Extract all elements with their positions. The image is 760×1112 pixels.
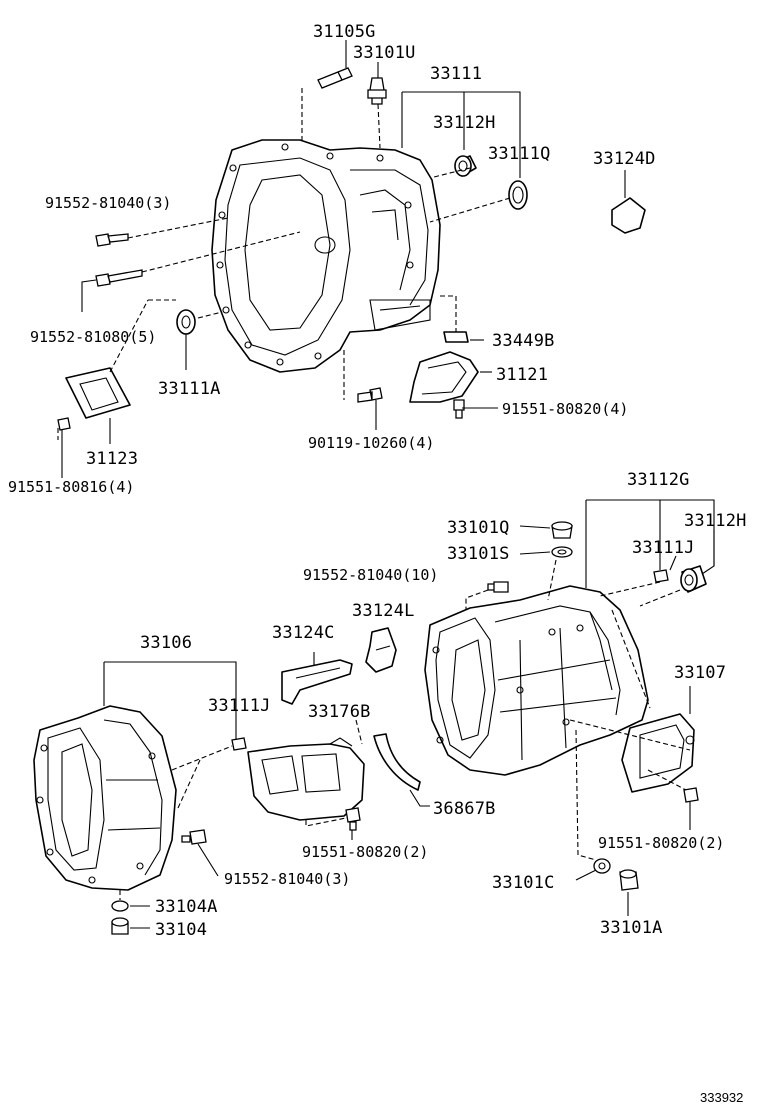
label-91551-80820-2-mid: 91551-80820(2) xyxy=(302,843,428,861)
label-33101u: 33101U xyxy=(353,43,416,63)
sensor-33101u-illustration xyxy=(367,77,387,105)
upper-leader-lines xyxy=(61,40,626,478)
label-33111a: 33111A xyxy=(158,379,221,399)
upper-housing-group xyxy=(57,67,646,440)
label-31123: 31123 xyxy=(86,449,138,469)
housing-33106-illustration xyxy=(33,705,177,891)
label-33111: 33111 xyxy=(430,64,482,84)
label-33124d: 33124D xyxy=(593,149,656,169)
cover-31121-illustration xyxy=(409,351,479,403)
bolt-90119-10260-illustration xyxy=(357,387,383,403)
bearing-33112h-upper-illustration xyxy=(454,155,477,177)
lever-33124c-illustration xyxy=(281,659,353,705)
lower-middle-group xyxy=(247,627,397,840)
bolt-91551-80820-mid-illustration xyxy=(345,807,361,831)
label-91552-81080-5: 91552-81080(5) xyxy=(30,328,156,346)
plate-33449b-illustration xyxy=(443,331,469,343)
label-33106: 33106 xyxy=(140,633,192,653)
label-33104: 33104 xyxy=(155,920,207,940)
label-31105g: 31105G xyxy=(313,22,376,42)
label-36867b: 36867B xyxy=(433,799,496,819)
label-33124l: 33124L xyxy=(352,601,415,621)
label-91552-81040-3-upper: 91552-81040(3) xyxy=(45,194,171,212)
bolt-31105g-illustration xyxy=(317,67,353,89)
label-33104a: 33104A xyxy=(155,897,218,917)
label-90119-10260-4: 90119-10260(4) xyxy=(308,434,434,452)
label-91551-80816-4: 91551-80816(4) xyxy=(8,478,134,496)
label-91552-81040-10: 91552-81040(10) xyxy=(303,566,438,584)
label-33111q: 33111Q xyxy=(488,144,551,164)
oil-seal-33111a-illustration xyxy=(176,309,196,335)
housing-33111-illustration xyxy=(211,139,441,373)
oil-seal-33111q-illustration xyxy=(508,180,528,210)
bolt-91552-81080-illustration xyxy=(95,269,143,287)
label-91552-81040-3-lower: 91552-81040(3) xyxy=(224,870,350,888)
label-31121: 31121 xyxy=(496,365,548,385)
diagram-id: 333932 xyxy=(700,1090,743,1105)
gasket-33101c-illustration xyxy=(593,858,611,874)
cover-33176b-illustration xyxy=(247,743,365,821)
label-33112h-upper: 33112H xyxy=(433,113,496,133)
bolt-91552-81040-right-illustration xyxy=(487,581,509,593)
bearing-33112h-right-illustration xyxy=(680,565,707,593)
lower-left-housing-group xyxy=(33,705,247,935)
label-33124c: 33124C xyxy=(272,623,335,643)
label-33101c: 33101C xyxy=(492,873,555,893)
gasket-33101s-illustration xyxy=(551,546,573,558)
label-91551-80820-4: 91551-80820(4) xyxy=(502,400,628,418)
label-33107: 33107 xyxy=(674,663,726,683)
bolt-91552-81040-left-illustration xyxy=(181,829,207,845)
bolt-91551-80820-right-illustration xyxy=(683,787,699,803)
label-33101q: 33101Q xyxy=(447,518,510,538)
label-33111j-left: 33111J xyxy=(208,696,271,716)
lower-right-leader-lines xyxy=(313,499,715,916)
lower-right-housing-group xyxy=(373,521,707,891)
bolt-91551-80816-illustration xyxy=(57,417,71,431)
bolt-91551-80820-upper-illustration xyxy=(453,399,465,419)
cover-31123-illustration xyxy=(65,367,131,419)
cover-33107-illustration xyxy=(621,713,695,793)
washer-33104a-illustration xyxy=(111,900,129,912)
plate-33124d-illustration xyxy=(611,197,646,234)
bracket-33124l-illustration xyxy=(365,627,397,673)
extension-housing-33112g-illustration xyxy=(424,585,649,776)
bushing-33111j-left-illustration xyxy=(231,737,247,751)
label-33176b: 33176B xyxy=(308,702,371,722)
label-33112h-right: 33112H xyxy=(684,511,747,531)
label-91551-80820-2-right: 91551-80820(2) xyxy=(598,834,724,852)
bolt-91552-81040-upper-illustration xyxy=(95,233,129,247)
lower-left-leader-lines xyxy=(103,661,237,929)
label-33112g: 33112G xyxy=(627,470,690,490)
label-33101s: 33101S xyxy=(447,544,510,564)
label-33101a: 33101A xyxy=(600,918,663,938)
label-33449b: 33449B xyxy=(492,331,555,351)
ring-36867b-illustration xyxy=(373,733,421,791)
part-labels: 31105G 33101U 33111 33112H 33111Q 33124D… xyxy=(8,22,747,1105)
bushing-33111j-right-illustration xyxy=(653,569,669,583)
label-33111j-right: 33111J xyxy=(632,538,695,558)
